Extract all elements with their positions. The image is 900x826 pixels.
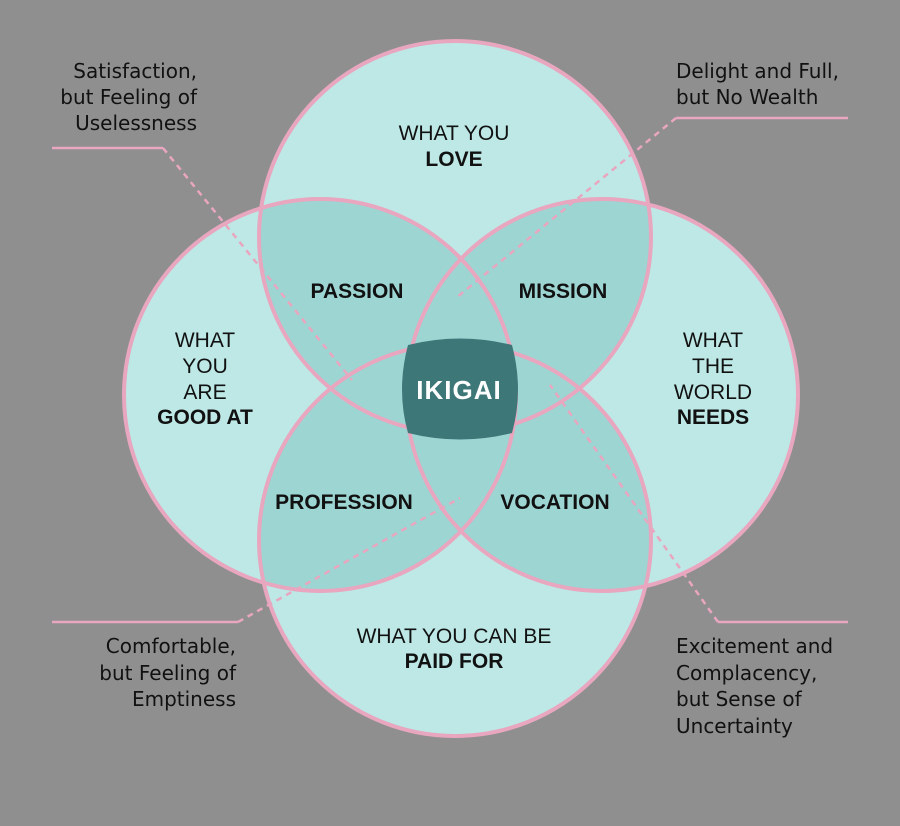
connector-bottom-left-dash (237, 496, 461, 624)
svg-text:GOOD AT: GOOD AT (157, 406, 253, 429)
svg-text:ARE: ARE (183, 381, 226, 404)
svg-text:Delight and Full,: Delight and Full, (676, 59, 839, 83)
svg-text:Satisfaction,: Satisfaction, (73, 59, 197, 83)
label-good-at: WHAT YOU ARE GOOD AT (157, 329, 253, 429)
label-love: WHAT YOU LOVE (399, 122, 510, 171)
svg-text:Complacency,: Complacency, (676, 661, 817, 685)
note-bottom-right: Excitement and Complacency, but Sense of… (676, 634, 833, 738)
svg-text:YOU: YOU (182, 355, 228, 378)
svg-text:PAID FOR: PAID FOR (405, 650, 504, 673)
svg-text:but No Wealth: but No Wealth (676, 85, 818, 109)
ikigai-center-label: IKIGAI (416, 375, 501, 405)
ikigai-center-shape (402, 338, 518, 440)
svg-text:WHAT YOU: WHAT YOU (399, 122, 510, 145)
svg-text:but Feeling of: but Feeling of (60, 85, 198, 109)
svg-text:Excitement and: Excitement and (676, 634, 833, 658)
svg-text:Uncertainty: Uncertainty (676, 714, 793, 738)
svg-text:but Feeling of: but Feeling of (99, 661, 237, 685)
svg-text:THE: THE (692, 355, 734, 378)
note-top-right: Delight and Full, but No Wealth (676, 59, 839, 109)
note-connectors (52, 116, 848, 624)
svg-text:WHAT YOU CAN BE: WHAT YOU CAN BE (357, 625, 552, 648)
svg-text:Uselessness: Uselessness (75, 111, 197, 135)
connector-top-right-dash (455, 117, 677, 299)
label-paid-for: WHAT YOU CAN BE PAID FOR (357, 625, 552, 673)
svg-text:LOVE: LOVE (425, 148, 482, 171)
note-bottom-left: Comfortable, but Feeling of Emptiness (99, 634, 237, 711)
label-profession: PROFESSION (275, 491, 413, 514)
svg-text:WHAT: WHAT (175, 329, 235, 352)
label-passion: PASSION (311, 280, 404, 303)
connector-top-left-dash (162, 147, 353, 381)
connector-bottom-right-dash (548, 384, 720, 623)
svg-text:Emptiness: Emptiness (132, 687, 236, 711)
label-world-needs: WHAT THE WORLD NEEDS (674, 329, 752, 429)
svg-text:but Sense of: but Sense of (676, 687, 803, 711)
svg-text:NEEDS: NEEDS (677, 406, 749, 429)
svg-text:Comfortable,: Comfortable, (106, 634, 236, 658)
label-mission: MISSION (519, 280, 608, 303)
svg-text:WORLD: WORLD (674, 381, 752, 404)
svg-text:WHAT: WHAT (683, 329, 743, 352)
note-top-left: Satisfaction, but Feeling of Uselessness (60, 59, 198, 135)
label-vocation: VOCATION (500, 491, 609, 514)
